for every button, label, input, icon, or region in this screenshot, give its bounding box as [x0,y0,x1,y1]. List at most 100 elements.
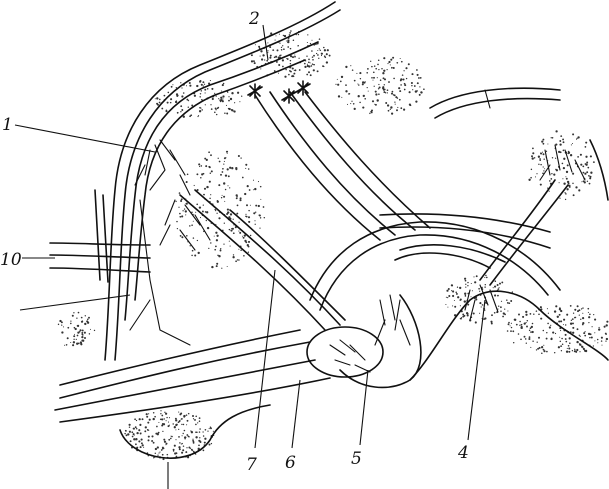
stipple-dot [80,316,83,319]
stipple-dot [135,427,138,430]
stipple-dot [499,282,501,285]
stipple-dot [289,62,292,65]
stipple-dot [217,106,220,109]
stipple-dot [199,437,201,439]
stipple-dot [288,73,290,76]
stipple-dot [520,323,523,326]
stipple-dot [259,185,262,188]
stipple-dot [535,310,538,312]
stipple-dot [179,216,182,218]
stipple-dot [132,433,135,436]
stipple-dot [258,214,261,217]
stipple-dot [307,34,309,36]
stipple-dot [153,457,155,459]
stipple-dot [178,436,180,438]
stipple-dot [553,310,557,313]
stipple-dot [566,164,569,167]
stipple-dot [399,90,402,93]
stipple-dot [129,440,132,443]
stipple-dot [226,150,229,153]
stipple-dot [181,451,184,454]
stipple-dot [152,411,155,414]
stipple-dot [267,50,269,52]
stipple-dot [372,79,374,81]
stipple-dot [215,239,219,242]
stipple-dot [175,200,177,203]
stipple-dot [572,172,575,175]
stipple-dot [513,318,516,321]
stipple-dot [280,46,283,49]
stipple-dot [587,166,590,169]
stipple-dot [187,412,190,415]
stipple-dot [370,111,373,114]
stipple-dot [510,322,512,324]
stipple-dot [318,57,320,59]
stipple-dot [175,93,179,96]
stipple-dot [194,418,196,421]
stipple-dot [405,77,408,80]
stipple-dot [371,76,373,79]
stipple-dot [465,312,469,315]
stipple-dot [400,78,403,81]
stipple-dot [62,326,65,328]
stipple-dot [583,181,586,184]
stipple-dot [574,349,576,351]
stipple-dot [553,173,556,176]
stipple-dot [396,61,399,64]
stipple-dot [537,155,541,158]
stipple-dot [532,340,534,342]
stipple-dot [250,60,254,63]
stipple-dot [186,173,189,176]
stipple-dot [533,313,535,315]
stipple-dot [583,332,586,335]
stipple-dot [140,438,143,441]
stipple-dot [156,446,159,449]
stipple-dot [195,415,198,418]
stipple-dot [559,340,562,343]
stipple-dot [243,234,246,237]
stipple-dot [138,429,141,432]
stipple-dot [182,445,185,447]
stipple-dot [479,302,482,305]
stipple-dot [539,306,542,309]
stipple-dot [297,45,299,47]
stipple-dot [306,41,308,44]
stipple-dot [586,161,589,164]
stipple-dot [366,86,368,89]
stipple-dot [535,349,538,351]
stipple-dot [551,173,553,175]
stipple-dot [276,49,279,52]
stipple-dot [357,83,359,85]
stipple-dot [294,54,296,56]
stipple-dot [543,349,545,351]
stipple-dot [567,182,570,185]
stipple-dot [286,58,288,60]
stipple-dot [541,352,543,355]
stipple-dot [531,322,534,325]
stipple-dot [538,313,540,316]
stipple-dot [74,333,75,335]
stipple-dot [178,428,180,431]
stipple-dot [158,452,160,454]
stipple-dot [525,342,527,344]
stipple-dot [204,428,207,431]
stipple-dot [203,83,206,85]
stipple-dot [83,336,87,340]
stipple-dot [358,84,360,86]
stipple-dot [231,227,234,230]
stipple-dot [507,310,509,312]
stipple-dot [310,65,313,67]
stipple-dot [282,45,284,47]
stipple-dot [605,340,607,342]
stipple-dot [134,426,137,429]
stipple-dot [246,185,249,188]
stipple-dot [254,220,256,222]
stipple-dot [572,322,574,325]
stipple-dot [555,169,559,172]
stipple-dot [260,68,262,70]
stipple-dot [479,290,481,292]
stipple-dot [517,333,520,335]
stipple-dot [81,331,84,334]
stipple-dot [591,326,593,328]
stipple-dot [467,303,470,306]
